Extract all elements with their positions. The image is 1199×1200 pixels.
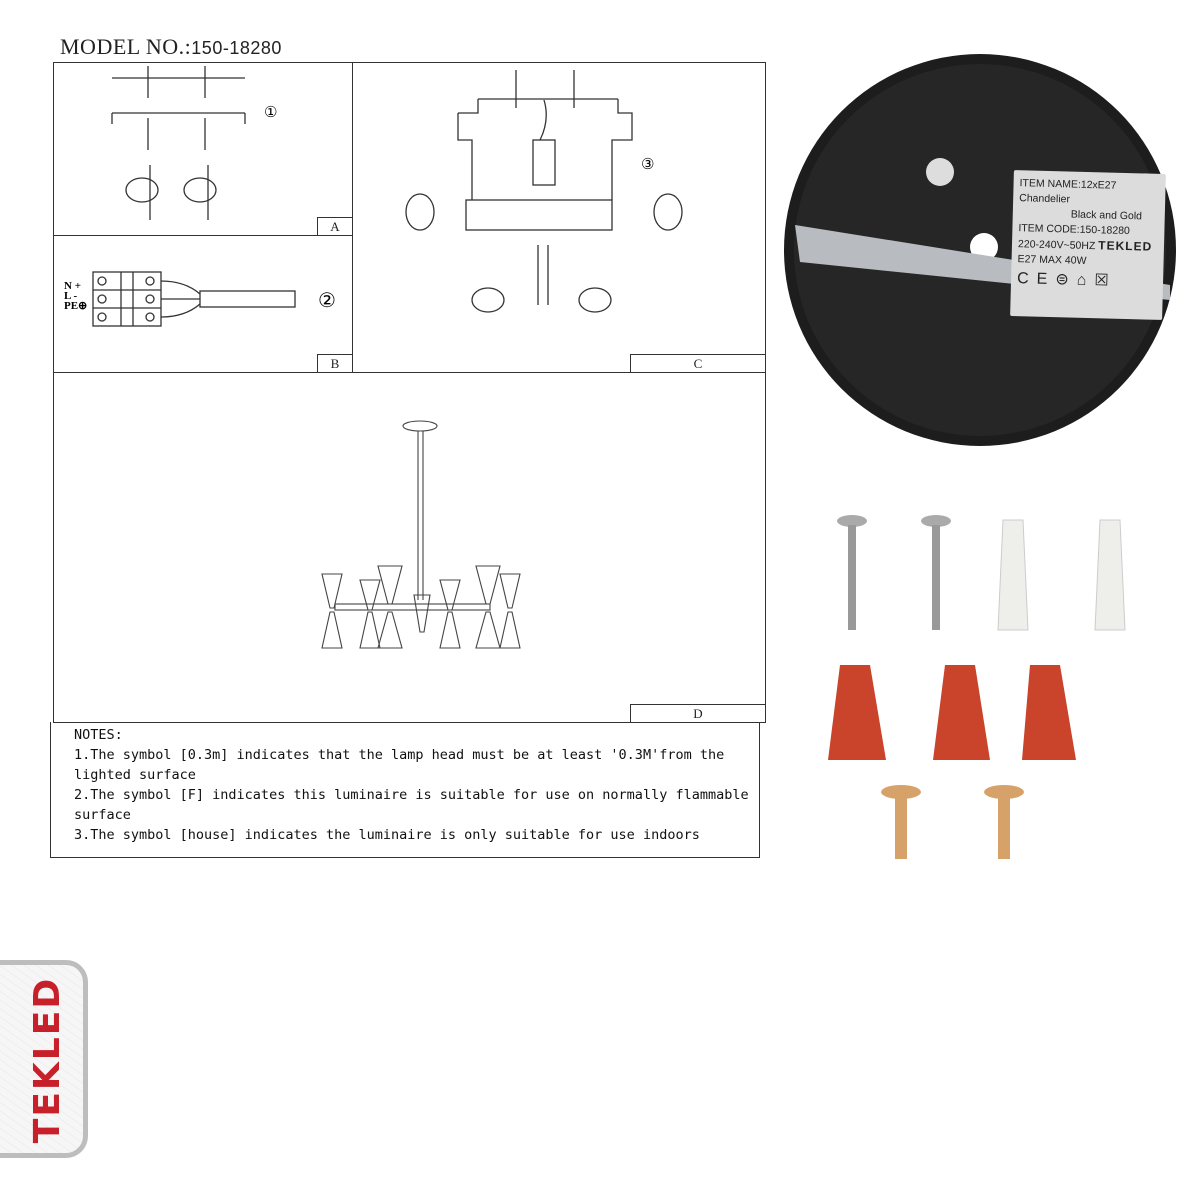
wire-label-l: L - bbox=[64, 290, 78, 302]
tekled-logo-frame bbox=[0, 960, 88, 1158]
model-label: MODEL NO.: bbox=[60, 34, 192, 59]
step-number-3: ③ bbox=[641, 155, 655, 173]
panel-b: B ② N + L - PE⊕ bbox=[53, 235, 353, 373]
panel-tag-c: C bbox=[630, 354, 765, 372]
step-number-1: ① bbox=[264, 103, 278, 121]
wire-label-n: N + bbox=[64, 280, 81, 292]
note-item: 3.The symbol [house] indicates the lumin… bbox=[74, 827, 700, 843]
note-item: 2.The symbol [F] indicates this luminair… bbox=[74, 787, 749, 823]
panel-d: D bbox=[53, 372, 766, 723]
panel-tag-d: D bbox=[630, 704, 765, 722]
brass-screws bbox=[881, 785, 1024, 859]
ce-mark-icon: CE bbox=[1016, 270, 1056, 289]
step-number-2: ② bbox=[318, 288, 336, 312]
weee-bin-icon: ☒ bbox=[1094, 272, 1117, 290]
note-item: 1.The symbol [0.3m] indicates that the l… bbox=[74, 747, 725, 783]
panel-tag-b: B bbox=[317, 354, 352, 372]
label-voltage: 220-240V~50HZ bbox=[1017, 238, 1096, 253]
wall-plugs bbox=[997, 519, 1126, 631]
wire-label-pe: PE⊕ bbox=[64, 300, 88, 312]
mounting-screws bbox=[837, 515, 951, 630]
earth-icon: ⊜ bbox=[1055, 271, 1077, 289]
label-item-name: ITEM NAME:12xE27 Chandelier bbox=[1019, 177, 1117, 206]
notes-section: NOTES: 1.The symbol [0.3m] indicates tha… bbox=[50, 722, 760, 858]
panel-a: A ① bbox=[53, 62, 353, 236]
label-brand: TEKLED bbox=[1098, 238, 1153, 254]
product-label: ITEM NAME:12xE27 Chandelier Black and Go… bbox=[1010, 170, 1166, 320]
wire-connectors bbox=[828, 665, 1076, 760]
panel-tag-a: A bbox=[317, 217, 352, 235]
model-value: 150-18280 bbox=[191, 38, 282, 58]
panel-c: C ③ bbox=[352, 62, 766, 373]
tekled-logo: TEKLED bbox=[27, 976, 68, 1144]
indoor-icon: ⌂ bbox=[1076, 271, 1095, 290]
notes-title: NOTES: bbox=[74, 727, 123, 743]
model-number: MODEL NO.:150-18280 bbox=[60, 34, 282, 60]
